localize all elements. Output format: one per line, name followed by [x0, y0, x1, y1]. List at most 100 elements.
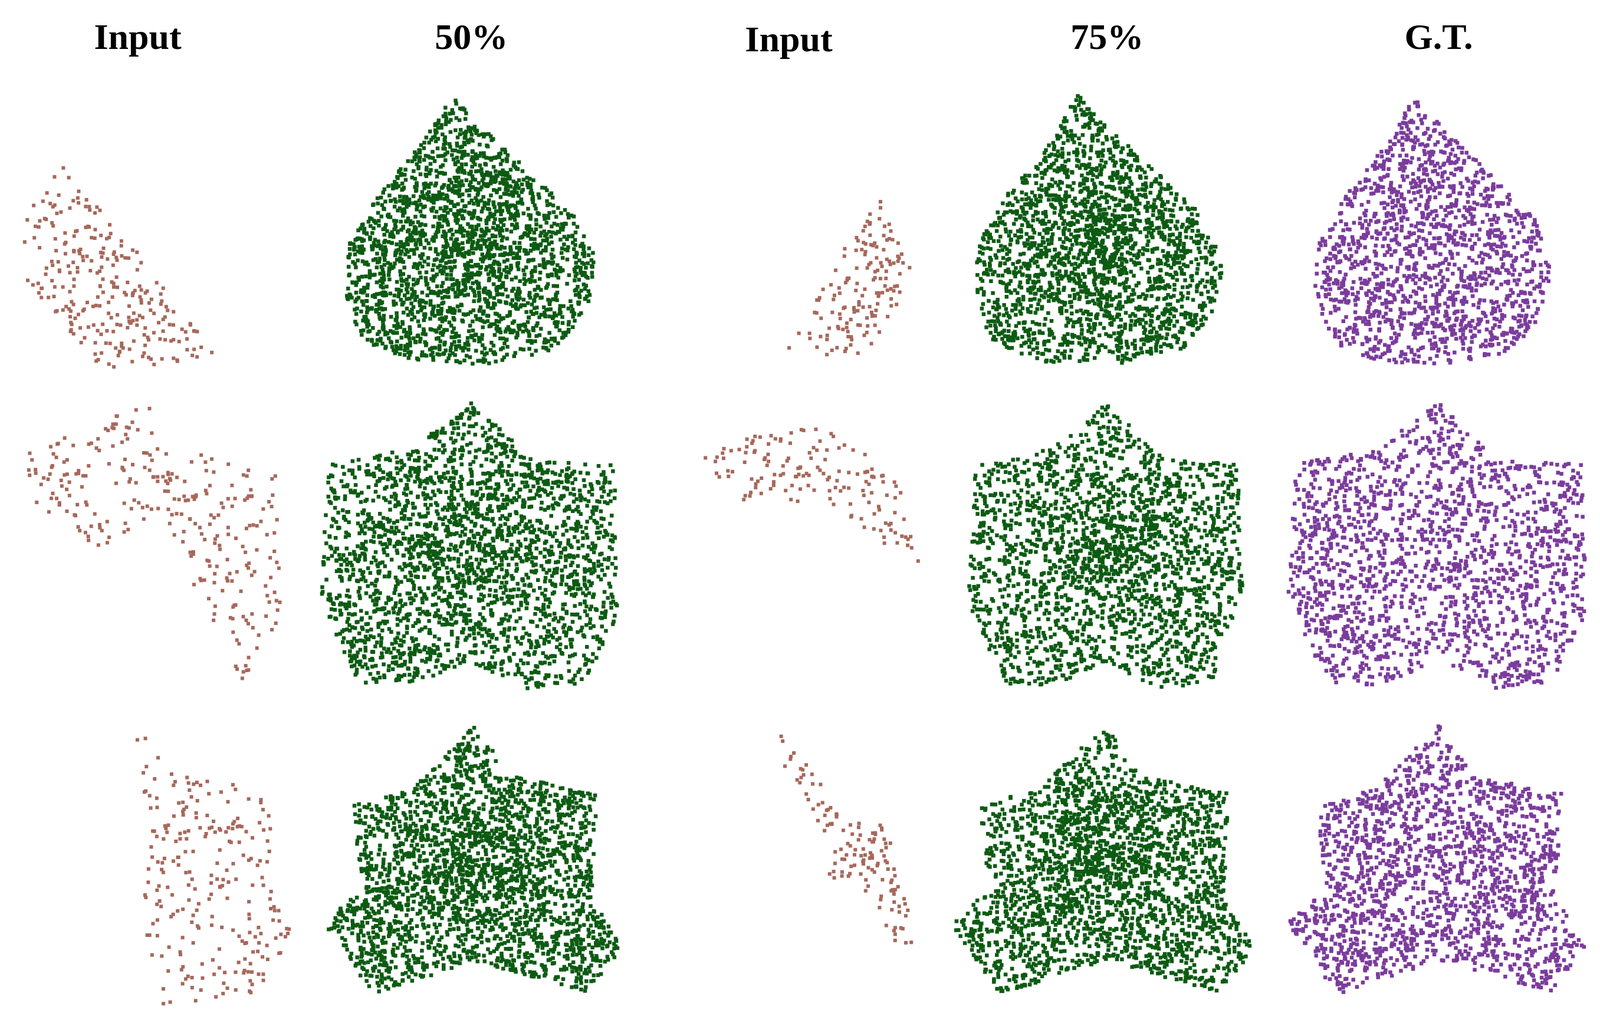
point: [552, 284, 557, 289]
point: [513, 226, 518, 231]
point: [549, 343, 554, 348]
point: [403, 219, 409, 224]
point: [71, 284, 76, 288]
point: [577, 313, 582, 318]
point: [93, 352, 97, 357]
point: [405, 306, 410, 311]
point: [558, 304, 563, 309]
point: [466, 347, 471, 353]
point: [421, 327, 426, 332]
point: [422, 140, 427, 146]
point: [478, 305, 484, 310]
point: [506, 294, 511, 299]
completed-point-cloud: [345, 98, 596, 366]
point: [372, 241, 377, 246]
point: [530, 302, 535, 307]
point: [427, 171, 432, 176]
point: [465, 152, 471, 157]
point: [77, 251, 82, 256]
point: [161, 329, 166, 334]
point: [99, 250, 103, 255]
point: [587, 246, 592, 251]
point: [375, 337, 380, 343]
point: [127, 304, 131, 308]
point: [99, 351, 104, 356]
point: [375, 251, 380, 256]
point: [428, 299, 433, 304]
point: [416, 219, 421, 225]
point: [378, 317, 383, 322]
point: [97, 304, 102, 308]
point: [470, 281, 475, 286]
point: [464, 353, 469, 358]
point: [87, 208, 92, 212]
point: [64, 240, 68, 245]
point: [449, 323, 454, 328]
point: [52, 175, 57, 179]
point: [567, 273, 572, 278]
point: [510, 320, 515, 325]
point: [365, 322, 370, 327]
point: [57, 269, 62, 274]
point: [442, 146, 448, 151]
point: [376, 239, 381, 244]
point: [93, 227, 97, 232]
point: [508, 263, 514, 268]
point: [390, 183, 395, 188]
point: [139, 288, 144, 292]
point: [464, 178, 469, 183]
point: [346, 286, 351, 291]
point: [406, 356, 412, 361]
point: [37, 245, 42, 250]
point: [542, 217, 547, 222]
point: [517, 160, 522, 165]
point: [445, 327, 450, 333]
point: [352, 247, 357, 252]
point: [402, 265, 407, 270]
point: [119, 254, 124, 258]
point: [462, 140, 467, 146]
point: [152, 362, 156, 367]
point: [53, 237, 58, 241]
point: [399, 257, 404, 262]
point: [573, 242, 578, 248]
point: [527, 315, 532, 320]
point: [560, 336, 565, 341]
point: [493, 359, 498, 364]
point: [474, 227, 479, 232]
point: [398, 269, 403, 274]
point: [450, 310, 455, 315]
point: [102, 246, 106, 251]
point: [69, 300, 74, 304]
point: [544, 220, 549, 225]
point: [161, 286, 166, 291]
point: [475, 281, 481, 287]
point: [498, 330, 504, 335]
point: [93, 340, 98, 345]
point: [462, 107, 468, 113]
point: [568, 299, 573, 304]
point: [84, 254, 89, 259]
point: [428, 303, 433, 308]
point: [433, 122, 438, 127]
point: [113, 346, 118, 350]
point: [409, 238, 414, 243]
point: [464, 162, 469, 167]
point: [199, 345, 203, 350]
point: [513, 306, 518, 311]
point: [484, 244, 489, 249]
point: [589, 258, 594, 263]
point: [185, 337, 189, 341]
point: [474, 314, 479, 319]
point: [44, 266, 49, 271]
point: [544, 199, 550, 204]
point: [570, 234, 575, 239]
point: [583, 297, 588, 302]
point: [470, 362, 475, 367]
point: [392, 179, 397, 185]
point: [365, 293, 370, 298]
point: [69, 329, 73, 334]
point: [104, 341, 108, 346]
point: [67, 270, 72, 275]
point: [459, 303, 464, 308]
